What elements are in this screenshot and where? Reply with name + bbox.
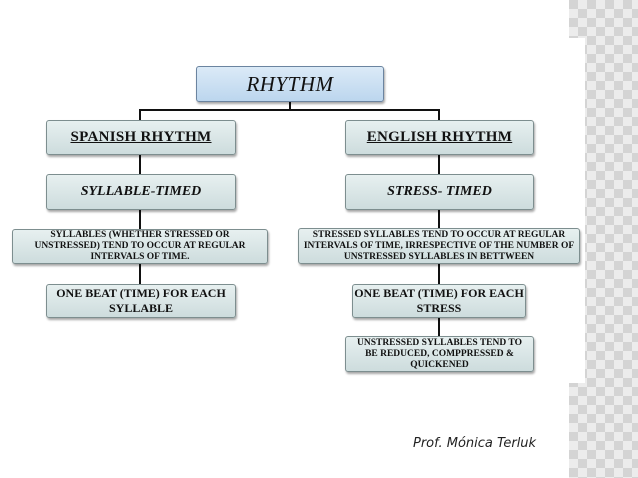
syllable-timed-node: SYLLABLE-TIMED	[46, 174, 236, 210]
spanish-rule-text: SYLLABLES (WHETHER STRESSED OR UNSTRESSE…	[34, 230, 246, 262]
spanish-beat-node: ONE BEAT (TIME) FOR EACH SYLLABLE	[46, 284, 236, 318]
english-beat-label: ONE BEAT (TIME) FOR EACH STRESS	[354, 286, 524, 315]
spanish-rhythm-node: SPANISH RHYTHM	[46, 120, 236, 155]
stress-timed-node: STRESS- TIMED	[345, 174, 534, 210]
connector-root-down	[289, 101, 291, 111]
english-rule-node: STRESSED SYLLABLES TEND TO OCCUR AT REGU…	[298, 228, 580, 264]
connector-right-1	[438, 154, 440, 174]
syllable-timed-label: SYLLABLE-TIMED	[80, 184, 202, 199]
unstressed-reduction-node: UNSTRESSED SYLLABLES TEND TO BE REDUCED,…	[345, 336, 534, 372]
connector-right-down	[438, 109, 440, 120]
connector-left-3	[139, 264, 141, 285]
english-rule-text: STRESSED SYLLABLES TEND TO OCCUR AT REGU…	[303, 229, 575, 262]
connector-left-2	[139, 210, 141, 230]
stress-timed-label: STRESS- TIMED	[387, 184, 492, 199]
unstressed-reduction-text: UNSTRESSED SYLLABLES TEND TO BE REDUCED,…	[356, 337, 522, 370]
author-credit: Prof. Mónica Terluk	[413, 436, 537, 451]
spanish-beat-label: ONE BEAT (TIME) FOR EACH SYLLABLE	[56, 286, 226, 315]
root-node: RHYTHM	[196, 66, 384, 102]
spanish-rhythm-label: SPANISH RHYTHM	[70, 129, 212, 145]
english-rhythm-node: ENGLISH RHYTHM	[345, 120, 534, 155]
connector-right-3	[438, 264, 440, 284]
spanish-rule-node: SYLLABLES (WHETHER STRESSED OR UNSTRESSE…	[12, 229, 268, 264]
side-band-gap	[569, 38, 585, 383]
root-label: RHYTHM	[246, 71, 334, 96]
connector-left-1	[139, 154, 141, 174]
english-rhythm-label: ENGLISH RHYTHM	[366, 129, 513, 145]
english-beat-node: ONE BEAT (TIME) FOR EACH STRESS	[352, 284, 526, 318]
connector-horizontal	[139, 109, 440, 111]
connector-right-4	[438, 318, 440, 336]
connector-left-down	[139, 109, 141, 120]
connector-right-2	[438, 210, 440, 228]
